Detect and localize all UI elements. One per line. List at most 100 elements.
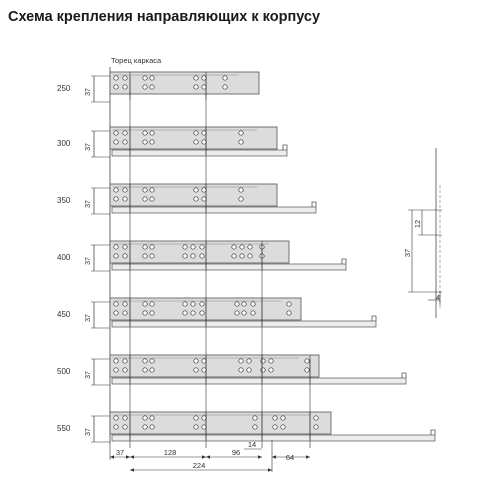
mount-hole (252, 415, 258, 421)
runner-hook (401, 372, 407, 378)
arrow-head (268, 468, 272, 472)
mount-hole (142, 187, 148, 193)
mount-hole (190, 301, 196, 307)
mount-hole (149, 358, 155, 364)
mount-hole (142, 424, 148, 430)
mount-hole (280, 415, 286, 421)
arrow-head (130, 468, 134, 472)
mount-hole (142, 358, 148, 364)
height-label: 37 (85, 200, 92, 208)
mount-hole (122, 187, 128, 193)
mount-hole (190, 244, 196, 250)
mount-hole (122, 130, 128, 136)
mount-hole (286, 310, 292, 316)
size-label: 300 (57, 139, 71, 148)
mount-hole (239, 253, 245, 259)
mount-hole (231, 253, 237, 259)
mount-hole (149, 301, 155, 307)
mount-hole (113, 130, 119, 136)
mount-hole (272, 415, 278, 421)
mount-hole (199, 301, 205, 307)
mount-hole (113, 244, 119, 250)
mount-hole (142, 310, 148, 316)
dimension-64-label: 64 (286, 453, 294, 462)
mount-hole (241, 301, 247, 307)
mount-hole (201, 84, 207, 90)
mount-hole (182, 310, 188, 316)
mount-hole (313, 424, 319, 430)
mount-hole (182, 244, 188, 250)
mount-hole (201, 187, 207, 193)
mount-hole (238, 367, 244, 373)
height-label: 37 (85, 88, 92, 96)
mount-hole (190, 310, 196, 316)
mount-hole (193, 187, 199, 193)
mount-hole (142, 244, 148, 250)
mount-hole (201, 358, 207, 364)
mount-hole (113, 139, 119, 145)
mount-hole (142, 84, 148, 90)
slide-body (109, 71, 260, 95)
dimension-128-label: 128 (164, 448, 177, 457)
mount-hole (149, 424, 155, 430)
side-dimension-4-label: 4 (436, 293, 440, 302)
arrow-head (206, 455, 210, 459)
mount-hole (222, 75, 228, 81)
mount-hole (238, 196, 244, 202)
mount-hole (286, 301, 292, 307)
arrow-head (202, 455, 206, 459)
mount-hole (122, 196, 128, 202)
mount-hole (250, 310, 256, 316)
height-label: 37 (85, 143, 92, 151)
mount-hole (149, 415, 155, 421)
mount-hole (182, 253, 188, 259)
mount-hole (122, 139, 128, 145)
mount-hole (149, 84, 155, 90)
page-title: Схема крепления направляющих к корпусу (8, 9, 321, 25)
mount-hole (142, 75, 148, 81)
mount-hole (142, 139, 148, 145)
mount-hole (149, 187, 155, 193)
mount-hole (252, 424, 258, 430)
mount-hole (193, 84, 199, 90)
mount-hole (149, 196, 155, 202)
mount-hole (113, 84, 119, 90)
mount-hole (193, 415, 199, 421)
mount-hole (201, 367, 207, 373)
runner-hook (282, 144, 288, 150)
mount-hole (239, 244, 245, 250)
mount-hole (246, 358, 252, 364)
slide-body (109, 354, 320, 378)
mount-hole (113, 358, 119, 364)
mount-hole (241, 310, 247, 316)
mount-hole (234, 301, 240, 307)
mount-hole (142, 130, 148, 136)
size-label: 500 (57, 367, 71, 376)
mount-hole (313, 415, 319, 421)
mount-hole (193, 139, 199, 145)
mount-hole (247, 253, 253, 259)
mount-hole (193, 75, 199, 81)
mount-hole (122, 415, 128, 421)
size-label: 250 (57, 84, 71, 93)
mount-hole (193, 130, 199, 136)
frame-label: Торец каркаса (111, 56, 162, 65)
mount-hole (280, 424, 286, 430)
mount-hole (122, 75, 128, 81)
mount-hole (182, 301, 188, 307)
mount-hole (201, 196, 207, 202)
mount-hole (193, 358, 199, 364)
height-label: 37 (85, 428, 92, 436)
mount-hole (113, 187, 119, 193)
slide-row: 300 37 (57, 126, 288, 158)
mount-hole (231, 244, 237, 250)
mount-hole (201, 75, 207, 81)
dimension-96-label: 96 (232, 448, 240, 457)
mount-hole (149, 244, 155, 250)
mount-hole (142, 301, 148, 307)
